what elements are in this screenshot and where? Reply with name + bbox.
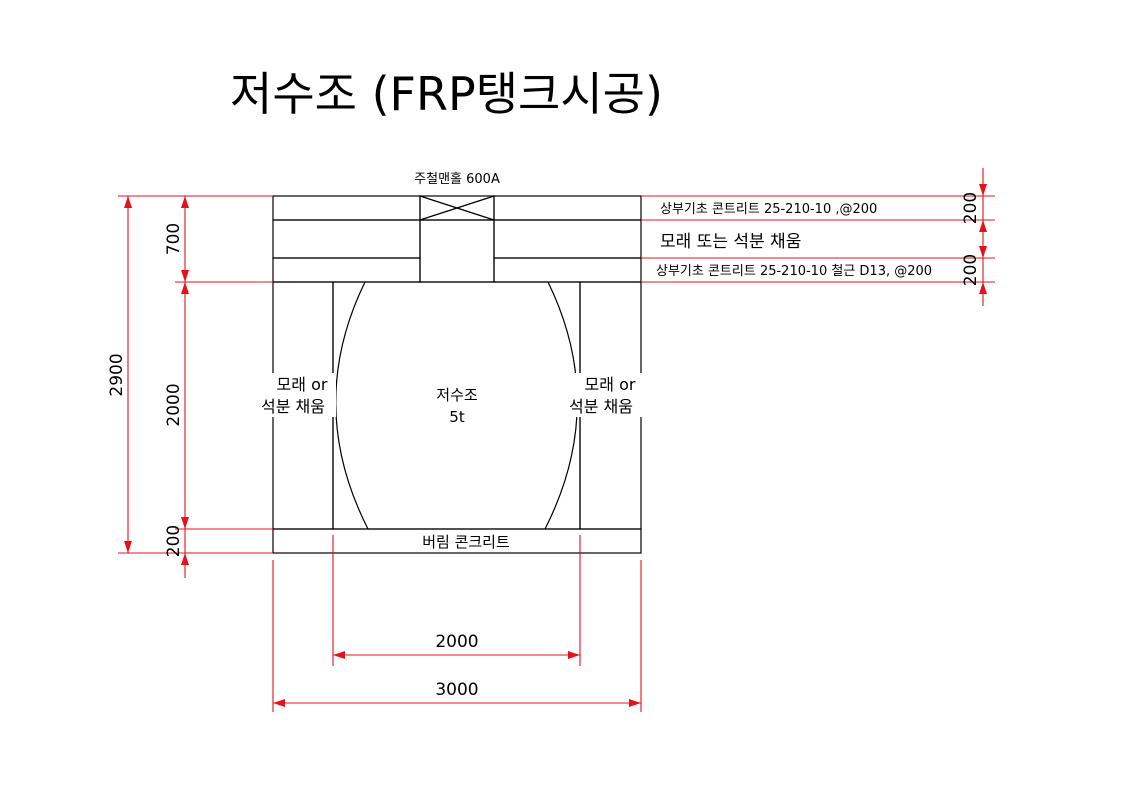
tank-label: 저수조 <box>436 386 478 404</box>
svg-text:모래 or: 모래 or <box>277 375 328 394</box>
dimension-lines <box>118 168 995 712</box>
side-fill-label-left: 모래 or 석분 채움 <box>261 373 336 417</box>
rebar-slab-label: 상부기초 콘트리트 25-210-10 철근 D13, @200 <box>656 264 932 279</box>
tank-chamber <box>332 281 581 530</box>
base-slab <box>272 528 642 554</box>
svg-text:석분 채움: 석분 채움 <box>261 397 325 416</box>
svg-text:모래 or: 모래 or <box>585 375 636 394</box>
drawing-title: 저수조 (FRP탱크시공) <box>230 67 663 121</box>
dim-right-top: 200 <box>961 192 981 224</box>
svg-text:석분 채움: 석분 채움 <box>569 397 633 416</box>
tank-capacity: 5t <box>449 408 465 426</box>
manhole-label: 주철맨홀 600A <box>414 172 500 187</box>
fill-layer-label: 모래 또는 석분 채움 <box>660 232 801 252</box>
dim-top-height: 700 <box>164 223 184 255</box>
dim-base-height: 200 <box>164 525 184 557</box>
base-slab-label: 버림 콘크리트 <box>422 533 510 551</box>
top-fill-layer <box>272 219 642 259</box>
dim-tank-width: 2000 <box>435 632 478 652</box>
dim-right-bottom: 200 <box>961 254 981 286</box>
side-fill-label-right: 모래 or 석분 채움 <box>569 373 642 417</box>
rebar-slab <box>272 257 642 283</box>
manhole-shaft <box>419 219 495 283</box>
dim-total-height: 2900 <box>107 353 127 396</box>
top-slab-label: 상부기초 콘트리트 25-210-10 ,@200 <box>660 202 877 217</box>
dim-total-width: 3000 <box>435 680 478 700</box>
dimension-arrows <box>124 184 987 707</box>
dim-tank-height: 2000 <box>164 383 184 426</box>
manhole-cover <box>419 195 495 221</box>
tank-outline <box>335 281 578 530</box>
